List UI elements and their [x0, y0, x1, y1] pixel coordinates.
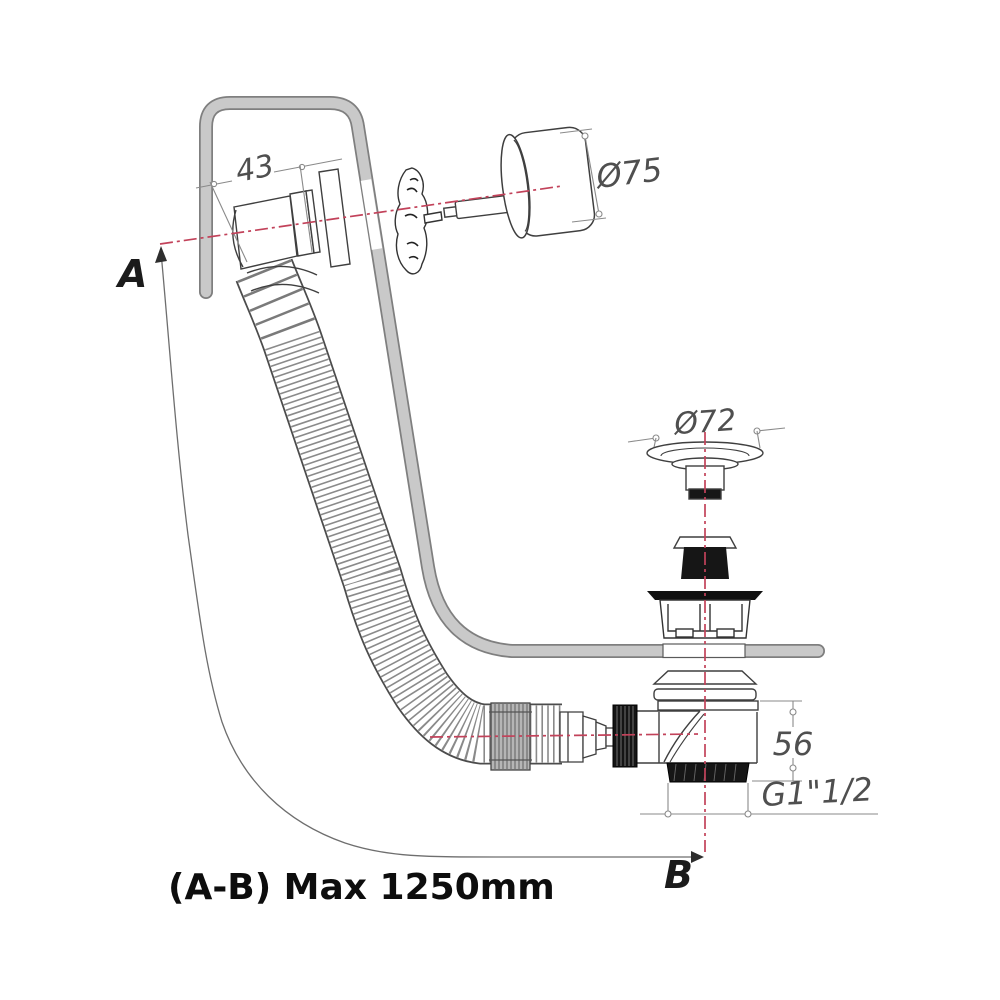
hose-adapter: [559, 711, 615, 763]
pop-up-cable: [199, 96, 825, 658]
overflow-cap: [500, 126, 596, 239]
waste-body: [612, 700, 759, 783]
overflow-hose: [235, 258, 562, 765]
a-b-measure-line: [160, 251, 697, 858]
dim-56-label: 56: [773, 725, 814, 763]
overflow-rosette: [394, 167, 443, 275]
point-b-label: B: [664, 853, 693, 897]
point-a-label: A: [115, 252, 147, 296]
overflow-centerline: [159, 185, 563, 245]
arrow-a: [155, 246, 167, 263]
dim-56: [752, 700, 802, 782]
arrow-b: [691, 851, 704, 863]
dim-43-label: 43: [233, 148, 277, 190]
max-length-note: (A-B) Max 1250mm: [168, 867, 555, 908]
dim-75: [559, 128, 607, 223]
dim-43: [195, 158, 343, 263]
dim-thread: [640, 783, 878, 818]
waste-side-inlet-thread: [612, 704, 638, 768]
overflow-elbow: [232, 189, 321, 294]
tub-floor-section: [662, 643, 746, 659]
hose-ribs-fine: [264, 330, 562, 763]
centerlines: [159, 185, 706, 852]
waste-outlet-thread: [666, 762, 750, 783]
hose-centerline: [429, 733, 699, 738]
dim-75-label: Ø75: [592, 150, 664, 196]
dim-thread-label: G1"1/2: [760, 770, 873, 814]
